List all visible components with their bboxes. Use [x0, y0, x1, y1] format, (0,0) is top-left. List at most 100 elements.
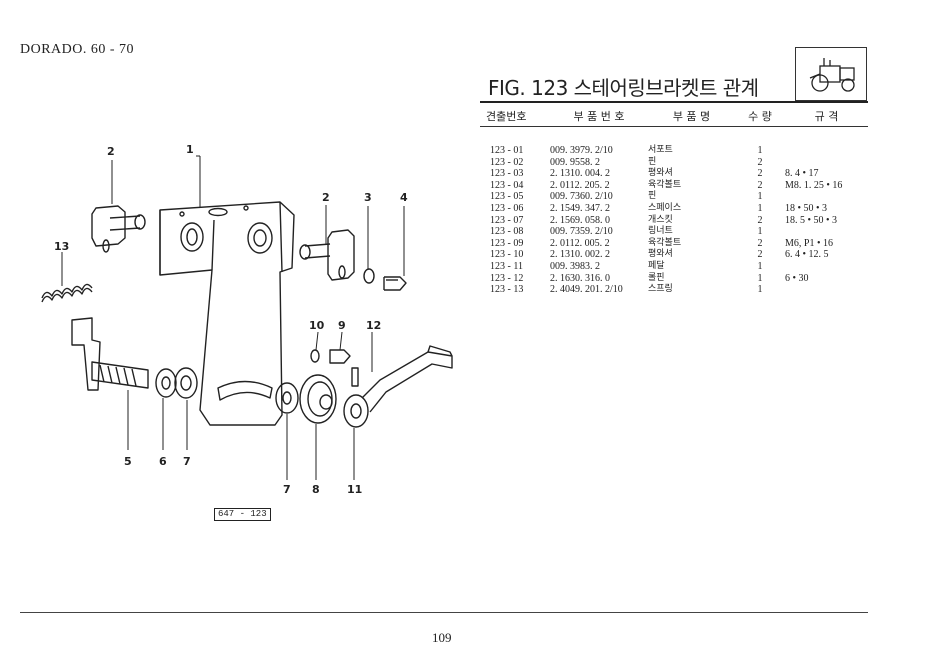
cell-part-number: 009. 3983. 2 [550, 260, 600, 272]
tractor-icon-box [795, 47, 867, 101]
roll-pin-12 [351, 367, 359, 387]
callout-7: 7 [183, 455, 191, 468]
shaft-5 [71, 317, 149, 391]
cell-part-name: 육각볼트 [648, 237, 682, 248]
cell-quantity: 1 [757, 226, 763, 238]
cell-part-name: 핀 [648, 191, 657, 202]
cell-ref-no: 123 - 04 [490, 179, 524, 191]
cell-quantity: 2 [757, 214, 763, 226]
cell-ref-no: 123 - 10 [490, 249, 524, 261]
callout-8: 8 [312, 483, 320, 496]
cell-part-name: 페달 [648, 260, 665, 271]
cell-spec: M8. 1. 25 • 16 [785, 179, 843, 191]
gasket-7b [275, 382, 299, 414]
cell-part-number: 009. 9558. 2 [550, 156, 600, 168]
table-body: 123 - 01 009. 3979. 2/10 서포트 1 123 - 02 009. … [480, 127, 868, 296]
flat-washer-10 [310, 349, 320, 363]
title-underline [480, 101, 868, 103]
table-header: 견출번호 부 품 번 호 부 품 명 수 량 규 격 [480, 108, 868, 127]
col-quantity: 수 량 [748, 110, 772, 123]
spacer-6 [155, 368, 177, 398]
footer-rule [20, 612, 868, 613]
col-part-number: 부 품 번 호 [573, 110, 625, 123]
cell-part-number: 2. 1310. 002. 2 [550, 249, 610, 261]
ring-nut-8 [299, 374, 337, 424]
cell-part-name: 육각볼트 [648, 179, 682, 190]
callout-2: 2 [107, 145, 115, 158]
cell-quantity: 1 [757, 272, 763, 284]
cell-ref-no: 123 - 13 [490, 284, 524, 296]
cell-ref-no: 123 - 12 [490, 272, 524, 284]
cell-ref-no: 123 - 01 [490, 145, 524, 156]
cell-ref-no: 123 - 07 [490, 214, 524, 226]
cell-part-name: 개스킷 [648, 214, 673, 225]
cell-part-number: 009. 7359. 2/10 [550, 226, 613, 238]
cell-part-name: 서포트 [648, 145, 673, 155]
spring-13 [41, 283, 93, 303]
pin-part-2b [299, 229, 355, 281]
callout-11: 11 [347, 483, 362, 496]
page-number: 109 [432, 630, 452, 645]
callout-5: 5 [124, 455, 132, 468]
cell-part-number: 2. 4049. 201. 2/10 [550, 284, 623, 296]
support-bracket [159, 201, 295, 426]
cell-spec [785, 284, 868, 296]
cell-spec: 6 • 30 [785, 272, 809, 284]
col-spec: 규 격 [814, 110, 839, 123]
cell-part-name: 핀 [648, 156, 657, 167]
table-row: 123 - 13 2. 4049. 201. 2/10 스프링 1 [480, 284, 868, 296]
cell-spec: 18 • 50 • 3 [785, 202, 828, 214]
callout-3: 3 [364, 191, 372, 204]
cell-part-name: 평와셔 [648, 249, 673, 260]
cell-part-number: 2. 0112. 005. 2 [550, 237, 610, 249]
callout-13: 13 [54, 240, 69, 253]
callout-2b: 2 [322, 191, 330, 204]
cell-part-number: 009. 7360. 2/10 [550, 191, 613, 203]
pin-part-2 [91, 205, 146, 253]
cell-ref-no: 123 - 11 [490, 260, 523, 272]
cell-part-number: 2. 1549. 347. 2 [550, 202, 610, 214]
cell-ref-no: 123 - 03 [490, 168, 524, 180]
table-row: 123 - 10 2. 1310. 002. 2 평와셔 2 6. 4 • 12. 5 [480, 249, 868, 261]
flat-washer-3 [363, 268, 375, 284]
cell-spec: 6. 4 • 12. 5 [785, 249, 829, 261]
cell-quantity: 2 [757, 156, 763, 168]
col-part-name: 부 품 명 [672, 110, 711, 123]
cell-spec: 18. 5 • 50 • 3 [785, 214, 838, 226]
hex-bolt-4 [383, 276, 407, 291]
cell-part-number: 2. 1630. 316. 0 [550, 272, 610, 284]
table-row: 123 - 07 2. 1569. 058. 0 개스킷 2 18. 5 • 50 • … [480, 215, 868, 227]
table-row: 123 - 02 009. 9558. 2 핀 2 [480, 157, 868, 169]
callout-12: 12 [366, 319, 381, 332]
cell-ref-no: 123 - 02 [490, 156, 524, 168]
cell-ref-no: 123 - 05 [490, 191, 524, 203]
col-ref-no: 견출번호 [486, 110, 527, 123]
cell-spec: 8. 4 • 17 [785, 168, 819, 180]
model-label: DORADO. 60 - 70 [20, 42, 135, 57]
callout-7b: 7 [283, 483, 291, 496]
callout-9: 9 [338, 319, 346, 332]
cell-ref-no: 123 - 09 [490, 237, 524, 249]
cell-quantity: 1 [757, 202, 763, 214]
cell-part-number: 2. 1569. 058. 0 [550, 214, 610, 226]
cell-quantity: 1 [757, 284, 763, 296]
callout-1: 1 [186, 143, 194, 156]
cell-part-name: 롤핀 [648, 272, 665, 283]
cell-quantity: 1 [757, 145, 763, 156]
cell-spec [785, 157, 868, 169]
cell-part-number: 009. 3979. 2/10 [550, 145, 613, 156]
hex-bolt-9 [329, 349, 351, 364]
parts-table: 견출번호 부 품 번 호 부 품 명 수 량 규 격 123 - 01 009. … [480, 108, 868, 296]
cell-part-name: 스프링 [648, 284, 673, 295]
callout-4: 4 [400, 191, 408, 204]
cell-quantity: 2 [757, 249, 763, 261]
cell-spec [785, 145, 868, 157]
cell-spec [785, 191, 868, 203]
